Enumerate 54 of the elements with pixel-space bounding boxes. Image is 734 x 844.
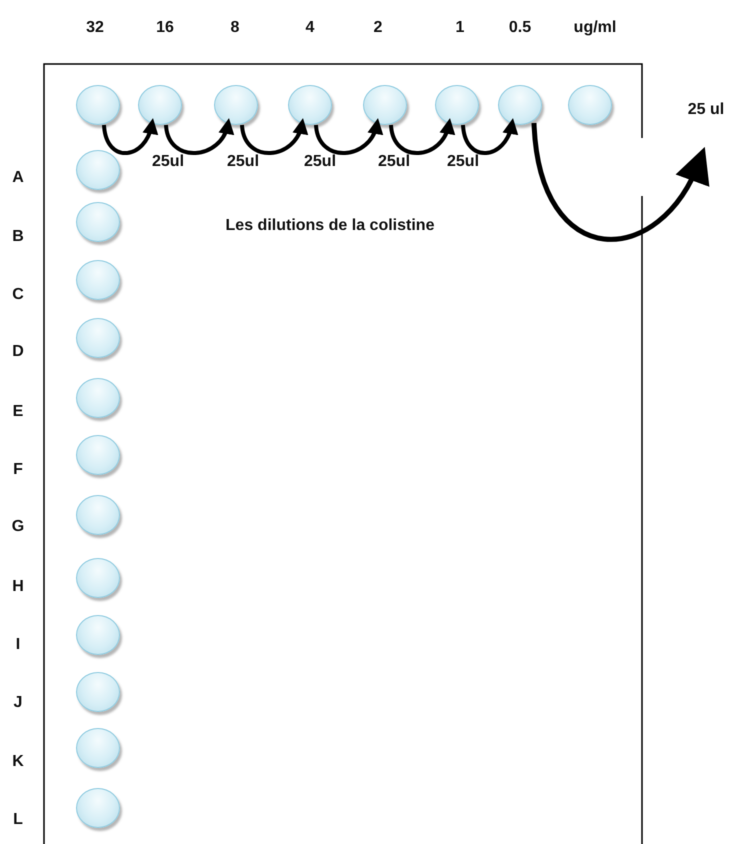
arrow xyxy=(389,118,454,155)
volume-label: 25ul xyxy=(227,153,259,171)
row-letter: D xyxy=(12,343,24,361)
row-letter: E xyxy=(12,403,24,421)
arrow xyxy=(102,118,158,155)
concentration-label: 1 xyxy=(456,19,464,37)
row-letter: I xyxy=(16,636,20,654)
concentration-label: 4 xyxy=(306,19,314,37)
row-letter: F xyxy=(13,461,23,479)
well xyxy=(76,202,120,242)
caption: Les dilutions de la colistine xyxy=(226,217,434,235)
well xyxy=(76,788,120,828)
arrow xyxy=(240,118,307,155)
concentration-label: 0.5 xyxy=(508,19,532,37)
well xyxy=(363,85,407,125)
arrow xyxy=(532,122,708,242)
arrow xyxy=(314,118,382,155)
concentration-label: 8 xyxy=(230,19,240,37)
row-letter: G xyxy=(12,518,24,536)
row-letter: H xyxy=(12,578,24,596)
well xyxy=(76,615,120,655)
well xyxy=(76,728,120,768)
well xyxy=(138,85,182,125)
concentration-label: 32 xyxy=(86,19,104,37)
well xyxy=(76,672,120,712)
well xyxy=(76,435,120,475)
concentration-label: 16 xyxy=(156,19,174,37)
well xyxy=(76,150,120,190)
well xyxy=(288,85,332,125)
well xyxy=(76,260,120,300)
volume-label: 25ul xyxy=(304,153,336,171)
row-letter: A xyxy=(12,169,24,187)
well xyxy=(498,85,542,125)
well xyxy=(76,558,120,598)
arrow xyxy=(164,118,233,155)
volume-label: 25ul xyxy=(152,153,184,171)
row-letter: J xyxy=(14,694,22,712)
arrow xyxy=(461,118,518,155)
row-letter: B xyxy=(12,228,24,246)
concentration-label: 2 xyxy=(374,19,382,37)
edge-label: 25 ul xyxy=(688,101,724,119)
row-letter: C xyxy=(12,286,24,304)
well xyxy=(76,318,120,358)
well xyxy=(435,85,479,125)
well xyxy=(214,85,258,125)
well xyxy=(76,378,120,418)
well xyxy=(568,85,612,125)
well xyxy=(76,495,120,535)
concentration-label: ug/ml xyxy=(574,19,616,37)
well xyxy=(76,85,120,125)
volume-label: 25ul xyxy=(378,153,410,171)
row-letter: K xyxy=(12,753,24,771)
volume-label: 25ul xyxy=(447,153,479,171)
row-letter: L xyxy=(13,811,23,829)
